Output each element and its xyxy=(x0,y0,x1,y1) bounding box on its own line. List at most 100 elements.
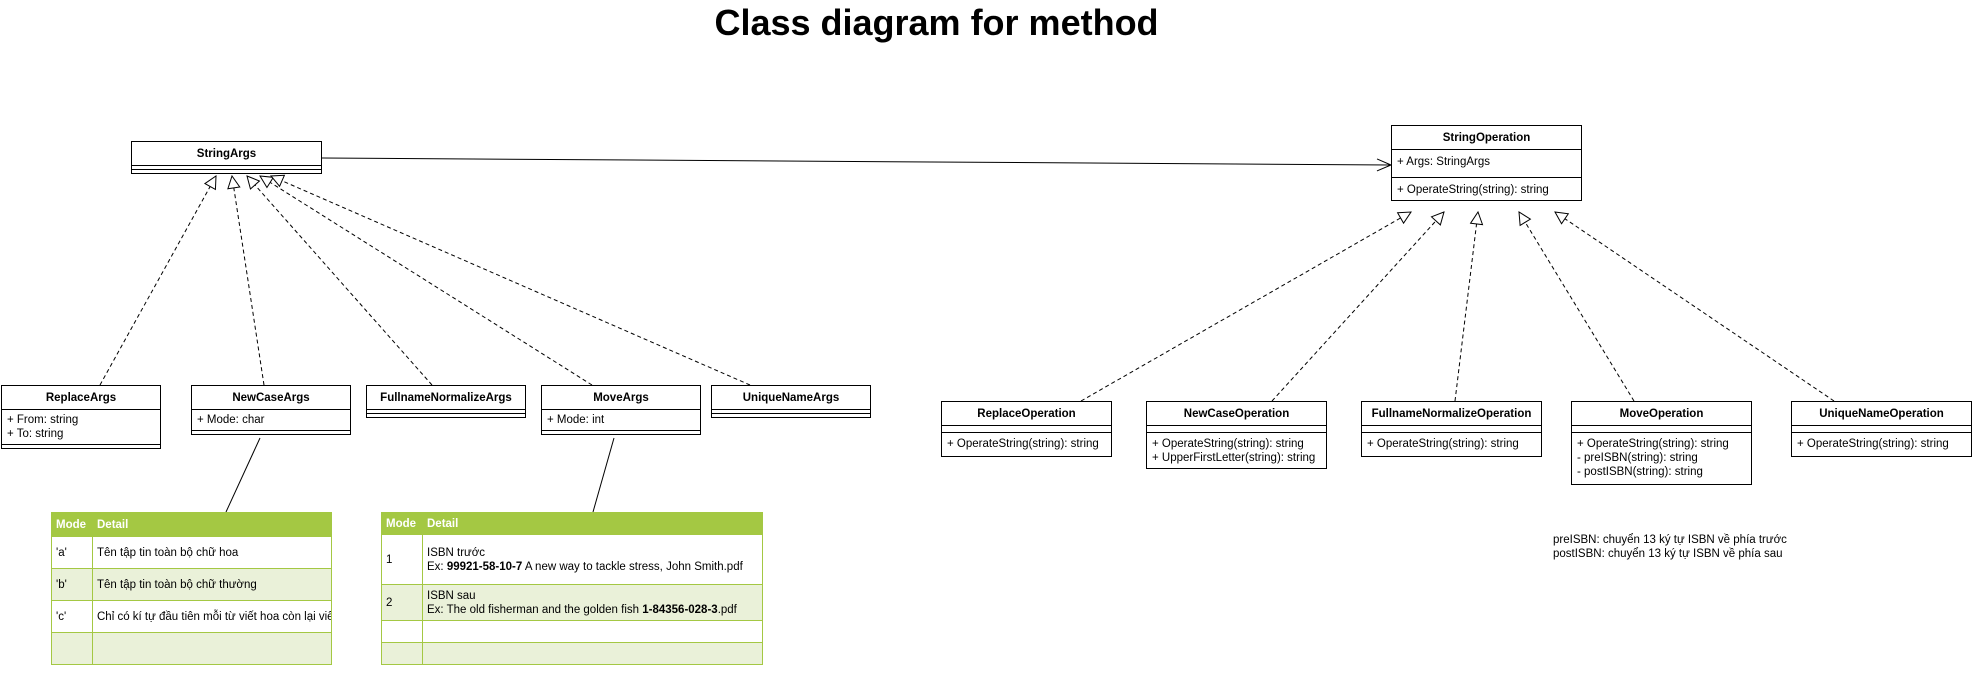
table-row xyxy=(51,632,332,665)
detail-cell xyxy=(422,620,763,643)
method: - preISBN(string): string xyxy=(1577,452,1698,464)
detail-cell: Tên tập tin toàn bộ chữ thường xyxy=(92,568,332,601)
header-cell: Mode xyxy=(51,512,93,537)
class-fullname-normalize-args[interactable]: FullnameNormalizeArgs xyxy=(366,385,526,418)
table-row: 'b' Tên tập tin toàn bộ chữ thường xyxy=(51,568,332,601)
class-methods: + OperateString(string): string - preISB… xyxy=(1572,433,1751,484)
mode-cell xyxy=(381,642,423,665)
class-attributes: + Mode: int xyxy=(542,410,700,431)
attribute: + Args: StringArgs xyxy=(1397,156,1490,168)
method: + OperateString(string): string xyxy=(1397,184,1549,196)
detail-example: Ex: 99921-58-10-7 A new way to tackle st… xyxy=(427,560,743,573)
class-fullname-normalize-operation[interactable]: FullnameNormalizeOperation + OperateStri… xyxy=(1361,401,1542,457)
class-string-operation[interactable]: StringOperation + Args: StringArgs + Ope… xyxy=(1391,125,1582,201)
table-row xyxy=(381,642,763,665)
method: + OperateString(string): string xyxy=(1797,438,1949,450)
mode-cell: 1 xyxy=(381,534,423,585)
class-name: MoveArgs xyxy=(542,386,700,410)
newcase-mode-table: Mode Detail 'a' Tên tập tin toàn bộ chữ … xyxy=(51,512,332,665)
class-name: StringArgs xyxy=(132,142,321,166)
method: + OperateString(string): string xyxy=(1152,438,1304,450)
table-row: 'c' Chỉ có kí tự đầu tiên mỗi từ viết ho… xyxy=(51,600,332,633)
class-name: NewCaseOperation xyxy=(1147,402,1326,426)
note-line: postISBN: chuyển 13 ký tự ISBN về phía s… xyxy=(1553,548,1783,560)
table-header-row: Mode Detail xyxy=(381,512,763,535)
class-methods: + OperateString(string): string + UpperF… xyxy=(1147,433,1326,468)
attribute: + From: string xyxy=(7,414,79,426)
detail-cell: Tên tập tin toàn bộ chữ hoa xyxy=(92,536,332,569)
isbn-note: preISBN: chuyển 13 ký tự ISBN về phía tr… xyxy=(1553,533,1787,561)
class-name: UniqueNameOperation xyxy=(1792,402,1971,426)
class-attributes: + Mode: char xyxy=(192,410,350,431)
table-row: 2 ISBN sau Ex: The old fisherman and the… xyxy=(381,584,763,621)
class-name: MoveOperation xyxy=(1572,402,1751,426)
class-name: FullnameNormalizeArgs xyxy=(367,386,525,410)
class-move-args[interactable]: MoveArgs + Mode: int xyxy=(541,385,701,435)
class-unique-name-args[interactable]: UniqueNameArgs xyxy=(711,385,871,418)
class-methods: + OperateString(string): string xyxy=(942,433,1111,456)
realization-line-fullname-operation xyxy=(1454,212,1478,402)
detail-cell xyxy=(92,632,332,665)
diagram-title: Class diagram for method xyxy=(714,2,1159,43)
detail-cell: Chỉ có kí tự đầu tiên mỗi từ viết hoa cò… xyxy=(92,600,332,633)
header-cell: Detail xyxy=(92,512,332,537)
method: + OperateString(string): string xyxy=(947,438,1099,450)
realization-line-unique-args xyxy=(271,176,751,386)
class-methods: + OperateString(string): string xyxy=(1392,178,1581,200)
class-name: FullnameNormalizeOperation xyxy=(1362,402,1541,426)
class-name: UniqueNameArgs xyxy=(712,386,870,410)
header-cell: Detail xyxy=(422,512,763,535)
attribute: + To: string xyxy=(7,428,64,440)
class-attributes: + From: string + To: string xyxy=(2,410,160,445)
realization-line-move-args xyxy=(260,176,593,386)
realization-line-move-operation xyxy=(1519,212,1635,402)
realization-line-replace-operation xyxy=(1080,212,1411,402)
mode-cell xyxy=(381,620,423,643)
realization-line-unique-operation xyxy=(1555,212,1835,402)
table-row: 'a' Tên tập tin toàn bộ chữ hoa xyxy=(51,536,332,569)
table-header-row: Mode Detail xyxy=(51,512,332,537)
realization-line-fullname-args xyxy=(247,176,433,386)
detail-cell xyxy=(422,642,763,665)
header-cell: Mode xyxy=(381,512,423,535)
class-methods: + OperateString(string): string xyxy=(1792,433,1971,456)
class-attributes: + Args: StringArgs xyxy=(1392,150,1581,178)
detail-line: ISBN sau xyxy=(427,589,476,602)
association-line xyxy=(321,157,1391,165)
class-replace-args[interactable]: ReplaceArgs + From: string + To: string xyxy=(1,385,161,449)
isbn-value: 1-84356-028-3 xyxy=(642,603,718,616)
mode-cell xyxy=(51,632,93,665)
class-newcase-operation[interactable]: NewCaseOperation + OperateString(string)… xyxy=(1146,401,1327,469)
realization-line-newcase-operation xyxy=(1271,212,1444,402)
mode-cell: 2 xyxy=(381,584,423,621)
mode-cell: 'a' xyxy=(51,536,93,569)
class-methods: + OperateString(string): string xyxy=(1362,433,1541,456)
class-string-args[interactable]: StringArgs xyxy=(131,141,322,174)
move-mode-table: Mode Detail 1 ISBN trước Ex: 99921-58-10… xyxy=(381,512,763,665)
table-row: 1 ISBN trước Ex: 99921-58-10-7 A new way… xyxy=(381,534,763,585)
class-name: StringOperation xyxy=(1392,126,1581,150)
attribute: + Mode: char xyxy=(197,414,265,426)
class-replace-operation[interactable]: ReplaceOperation + OperateString(string)… xyxy=(941,401,1112,457)
class-name: NewCaseArgs xyxy=(192,386,350,410)
realization-line-replace-args xyxy=(99,176,216,386)
attribute: + Mode: int xyxy=(547,414,605,426)
mode-cell: 'b' xyxy=(51,568,93,601)
method: - postISBN(string): string xyxy=(1577,466,1703,478)
method: + OperateString(string): string xyxy=(1577,438,1729,450)
detail-cell: ISBN sau Ex: The old fisherman and the g… xyxy=(422,584,763,621)
class-name: ReplaceArgs xyxy=(2,386,160,410)
class-move-operation[interactable]: MoveOperation + OperateString(string): s… xyxy=(1571,401,1752,485)
method: + UpperFirstLetter(string): string xyxy=(1152,452,1316,464)
class-unique-name-operation[interactable]: UniqueNameOperation + OperateString(stri… xyxy=(1791,401,1972,457)
detail-cell: ISBN trước Ex: 99921-58-10-7 A new way t… xyxy=(422,534,763,585)
note-line: preISBN: chuyển 13 ký tự ISBN về phía tr… xyxy=(1553,534,1787,546)
note-line-move xyxy=(592,437,615,513)
realization-line-newcase-args xyxy=(232,176,265,386)
isbn-value: 99921-58-10-7 xyxy=(446,560,523,573)
note-line-newcase xyxy=(225,437,261,513)
class-newcase-args[interactable]: NewCaseArgs + Mode: char xyxy=(191,385,351,435)
class-name: ReplaceOperation xyxy=(942,402,1111,426)
method: + OperateString(string): string xyxy=(1367,438,1519,450)
